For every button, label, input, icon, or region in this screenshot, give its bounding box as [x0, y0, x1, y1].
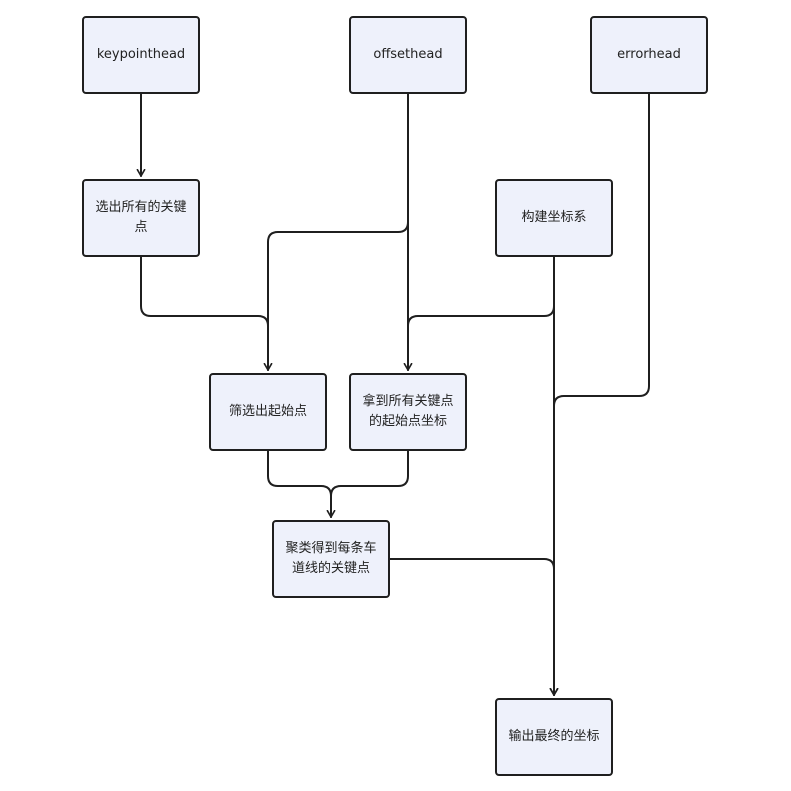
node-label: 输出最终的坐标 — [508, 729, 600, 744]
edge-get-to-cluster — [330, 450, 409, 518]
node-filter-start-points[interactable]: 筛选出起始点 — [209, 373, 327, 451]
node-label: 选出所有的关键点 — [95, 200, 187, 235]
node-output-final-coords[interactable]: 输出最终的坐标 — [495, 698, 613, 776]
node-label: 筛选出起始点 — [228, 404, 307, 419]
node-label: 构建坐标系 — [521, 210, 587, 225]
edge-build-to-get — [407, 256, 555, 371]
node-label: keypointhead — [96, 47, 186, 62]
node-keypointhead[interactable]: keypointhead — [82, 16, 200, 94]
edge-filter-to-cluster — [267, 450, 336, 518]
node-build-coordinate-system[interactable]: 构建坐标系 — [495, 179, 613, 257]
edge-errorhead-to-output — [553, 93, 650, 696]
node-get-start-point-coords[interactable]: 拿到所有关键点的起始点坐标 — [349, 373, 467, 451]
edge-cluster-to-output — [389, 558, 559, 696]
node-label: 聚类得到每条车道线的关键点 — [285, 541, 377, 576]
edge-offsethead-to-filter — [267, 93, 409, 371]
node-label: 拿到所有关键点的起始点坐标 — [362, 394, 454, 429]
node-select-all-keypoints[interactable]: 选出所有的关键点 — [82, 179, 200, 257]
node-cluster-lane-keypoints[interactable]: 聚类得到每条车道线的关键点 — [272, 520, 390, 598]
node-label: errorhead — [617, 47, 681, 62]
edge-select-to-filter — [140, 256, 273, 371]
node-offsethead[interactable]: offsethead — [349, 16, 467, 94]
node-errorhead[interactable]: errorhead — [590, 16, 708, 94]
node-label: offsethead — [373, 47, 443, 62]
